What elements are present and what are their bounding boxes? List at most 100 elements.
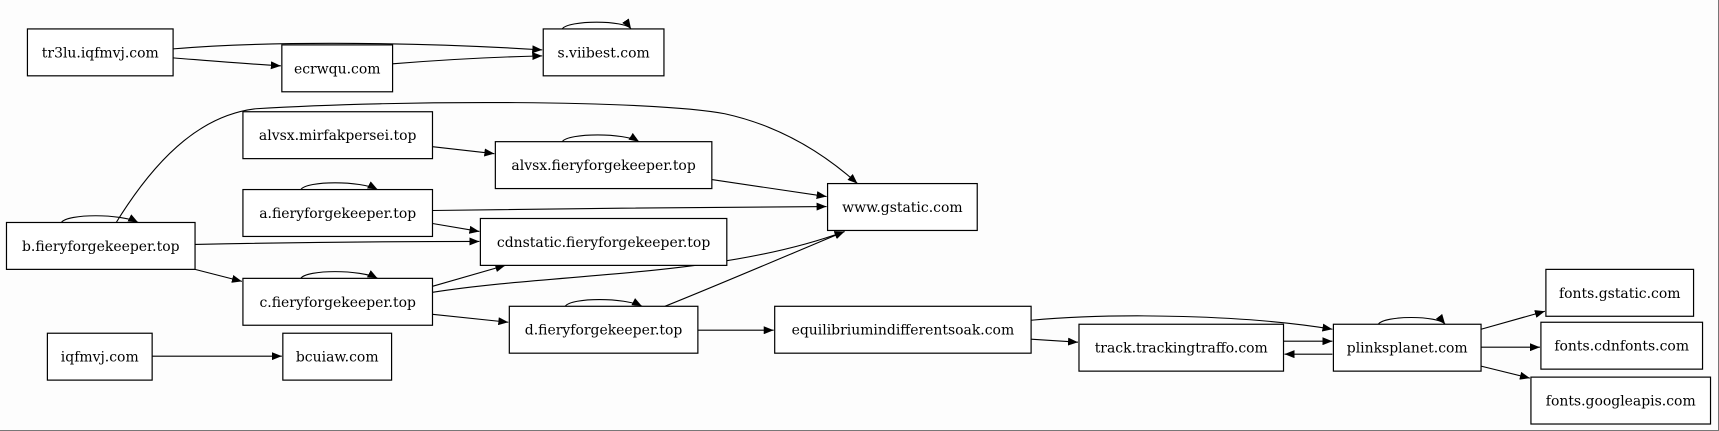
edge-d_fiery-to-d_fiery [564, 298, 643, 307]
nodes-layer: tr3lu.iqfmvj.com ecrwqu.com s.viibest.com a… [5, 28, 1712, 425]
node-label: b.fieryforgekeeper.top [22, 239, 180, 255]
edge-arrow [300, 270, 378, 279]
edge-arrow [1480, 365, 1531, 380]
edge-c_fiery-to-d_fiery [432, 313, 509, 326]
node-label: fonts.googleapis.com [1546, 394, 1696, 410]
edge-d_fiery-to-www_gstatic [664, 230, 845, 307]
edge-alvsx_mirf-to-alvsx_fiery [432, 146, 495, 157]
node-equilib: equilibriumindifferentsoak.com [774, 305, 1032, 354]
node-sviibest: s.viibest.com [542, 28, 665, 77]
edge-arrow [432, 264, 506, 287]
edge-a_fiery-to-www_gstatic [432, 202, 827, 212]
node-box [542, 28, 665, 77]
edge-c_fiery-to-c_fiery [300, 270, 378, 279]
edge-tr3lu-to-ecrwqu [173, 57, 281, 70]
node-box [494, 141, 713, 190]
edge-arrow [432, 230, 845, 293]
edge-arrow [173, 57, 281, 70]
node-iqfmvj: iqfmvj.com [46, 332, 153, 381]
node-alvsx-mirf: alvsx.mirfakpersei.top [242, 111, 434, 160]
edge-b_fiery-to-b_fiery [60, 214, 139, 223]
node-a-fiery: a.fieryforgekeeper.top [242, 188, 434, 238]
node-label: d.fieryforgekeeper.top [525, 323, 683, 339]
node-box [1332, 323, 1482, 372]
edge-arrow [561, 18, 632, 30]
node-label: s.viibest.com [557, 45, 649, 61]
node-ecrwqu: ecrwqu.com [281, 44, 394, 93]
edge-arrow [664, 230, 845, 307]
edge-tr3lu-to-sviibest [173, 42, 543, 54]
edge-arrow [432, 222, 480, 234]
node-box [774, 305, 1032, 354]
node-label: plinksplanet.com [1347, 341, 1468, 357]
node-label: a.fieryforgekeeper.top [259, 206, 416, 222]
node-label: alvsx.fieryforgekeeper.top [511, 158, 695, 174]
edge-a_fiery-to-cdnstatic [432, 222, 480, 234]
node-label: cdnstatic.fieryforgekeeper.top [497, 235, 710, 251]
node-box [508, 305, 699, 354]
edge-arrow [392, 52, 543, 65]
node-label: fonts.gstatic.com [1559, 286, 1681, 302]
node-box [826, 182, 978, 232]
node-box [5, 221, 196, 270]
node-box [46, 332, 153, 381]
edge-plinks-to-plinks [1377, 313, 1446, 325]
node-box [1545, 268, 1695, 317]
edge-arrow [432, 313, 509, 326]
node-label: fonts.cdnfonts.com [1554, 339, 1689, 355]
node-label: iqfmvj.com [61, 350, 139, 366]
node-d-fiery: d.fieryforgekeeper.top [508, 305, 699, 354]
edge-arrow [300, 181, 378, 191]
node-box [479, 217, 728, 266]
edge-sviibest-to-sviibest [561, 18, 632, 30]
node-label: www.gstatic.com [842, 200, 962, 216]
edge-b_fiery-to-c_fiery [194, 268, 243, 283]
node-label: ecrwqu.com [294, 61, 381, 77]
node-label: alvsx.mirfakpersei.top [259, 128, 417, 144]
node-alvsx-fiery: alvsx.fieryforgekeeper.top [494, 141, 713, 190]
node-label: tr3lu.iqfmvj.com [42, 45, 159, 61]
edge-alvsx_fiery-to-alvsx_fiery [561, 132, 640, 143]
edge-a_fiery-to-a_fiery [300, 181, 378, 191]
node-cdnstatic: cdnstatic.fieryforgekeeper.top [479, 217, 728, 266]
edge-arrow [564, 298, 643, 307]
node-fonts-gstatic: fonts.gstatic.com [1545, 268, 1695, 317]
edge-arrow [194, 268, 243, 283]
node-label: track.trackingtraffo.com [1095, 341, 1268, 357]
node-box [282, 332, 393, 381]
node-b-fiery: b.fieryforgekeeper.top [5, 221, 196, 270]
node-fonts-googleapis: fonts.googleapis.com [1530, 376, 1712, 425]
node-box [1078, 323, 1285, 372]
edge-plinks-to-fonts_googleapis [1480, 365, 1531, 380]
node-box [26, 28, 174, 77]
edge-equilib-to-track [1031, 337, 1079, 346]
node-label: bcuiaw.com [296, 350, 379, 366]
edge-arrow [60, 214, 139, 223]
node-track: track.trackingtraffo.com [1078, 323, 1285, 372]
node-plinks: plinksplanet.com [1332, 323, 1482, 372]
edges-layer [60, 18, 1546, 380]
edge-arrow [195, 237, 480, 246]
edge-b_fiery-to-cdnstatic [195, 237, 480, 246]
edge-c_fiery-to-cdnstatic [432, 264, 506, 287]
edge-arrow [173, 42, 543, 54]
edge-arrow [432, 146, 495, 157]
edge-arrow [1031, 315, 1333, 332]
node-box [281, 44, 394, 93]
node-tr3lu: tr3lu.iqfmvj.com [26, 28, 174, 77]
node-label: c.fieryforgekeeper.top [259, 295, 416, 311]
edge-arrow [561, 132, 640, 143]
edge-plinks-to-fonts_gstatic [1480, 310, 1546, 330]
edge-arrow [432, 202, 827, 212]
node-box [242, 277, 434, 326]
edge-arrow [711, 179, 827, 200]
edge-arrow [1031, 337, 1079, 346]
edge-alvsx_fiery-to-www_gstatic [711, 179, 827, 200]
node-box [242, 188, 434, 238]
node-box [1530, 376, 1712, 425]
node-fonts-cdnfonts: fonts.cdnfonts.com [1540, 321, 1704, 370]
node-www-gstatic: www.gstatic.com [826, 182, 978, 232]
edge-ecrwqu-to-sviibest [392, 52, 543, 65]
node-label: equilibriumindifferentsoak.com [792, 323, 1015, 339]
edge-arrow [115, 101, 858, 223]
